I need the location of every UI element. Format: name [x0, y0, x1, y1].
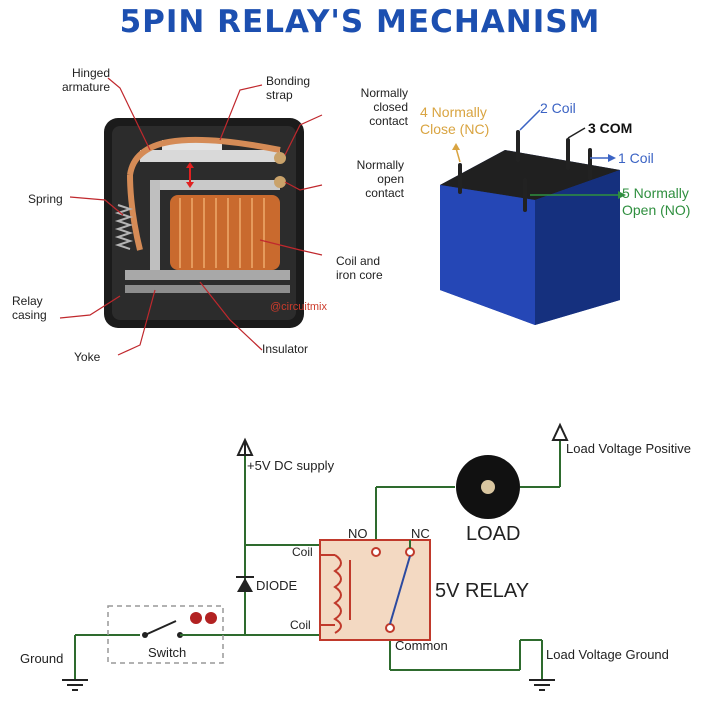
- label-pin-1-coil: 1 Coil: [618, 150, 654, 166]
- label-load-ground: Load Voltage Ground: [546, 647, 669, 662]
- label-pin-3-com: 3 COM: [588, 120, 633, 136]
- label-bonding-strap: Bonding strap: [266, 74, 311, 102]
- label-yoke: Yoke: [74, 350, 101, 364]
- label-pin-5-no: 5 Normally Open (NO): [622, 185, 691, 218]
- label-normally-open-contact: Normally open contact: [356, 158, 404, 200]
- label-hinged-armature: Hinged armature: [61, 66, 110, 94]
- label-nc: NC: [411, 526, 430, 541]
- label-coil-bottom: Coil: [290, 618, 311, 632]
- page-title: 5PIN RELAY'S MECHANISM: [119, 4, 601, 40]
- watermark: @circuitmix: [270, 301, 327, 313]
- label-pin-2-coil: 2 Coil: [540, 100, 576, 116]
- label-spring: Spring: [28, 192, 63, 206]
- label-switch: Switch: [148, 645, 187, 660]
- label-pin-4-nc: 4 Normally Close (NC): [420, 104, 490, 137]
- label-coil-top: Coil: [292, 545, 313, 559]
- label-common: Common: [395, 638, 448, 653]
- label-supply: +5V DC supply: [247, 458, 335, 473]
- label-insulator: Insulator: [262, 342, 309, 356]
- label-no: NO: [348, 526, 368, 541]
- label-ground: Ground: [20, 651, 64, 666]
- label-load: LOAD: [466, 523, 521, 545]
- label-coil-and-iron-core: Coil and iron core: [336, 254, 383, 282]
- label-relay: 5V RELAY: [435, 580, 530, 602]
- label-diode: DIODE: [256, 578, 298, 593]
- label-load-positive: Load Voltage Positive: [566, 441, 692, 456]
- label-normally-closed-contact: Normally closed contact: [360, 86, 408, 128]
- label-relay-casing: Relay casing: [12, 294, 47, 322]
